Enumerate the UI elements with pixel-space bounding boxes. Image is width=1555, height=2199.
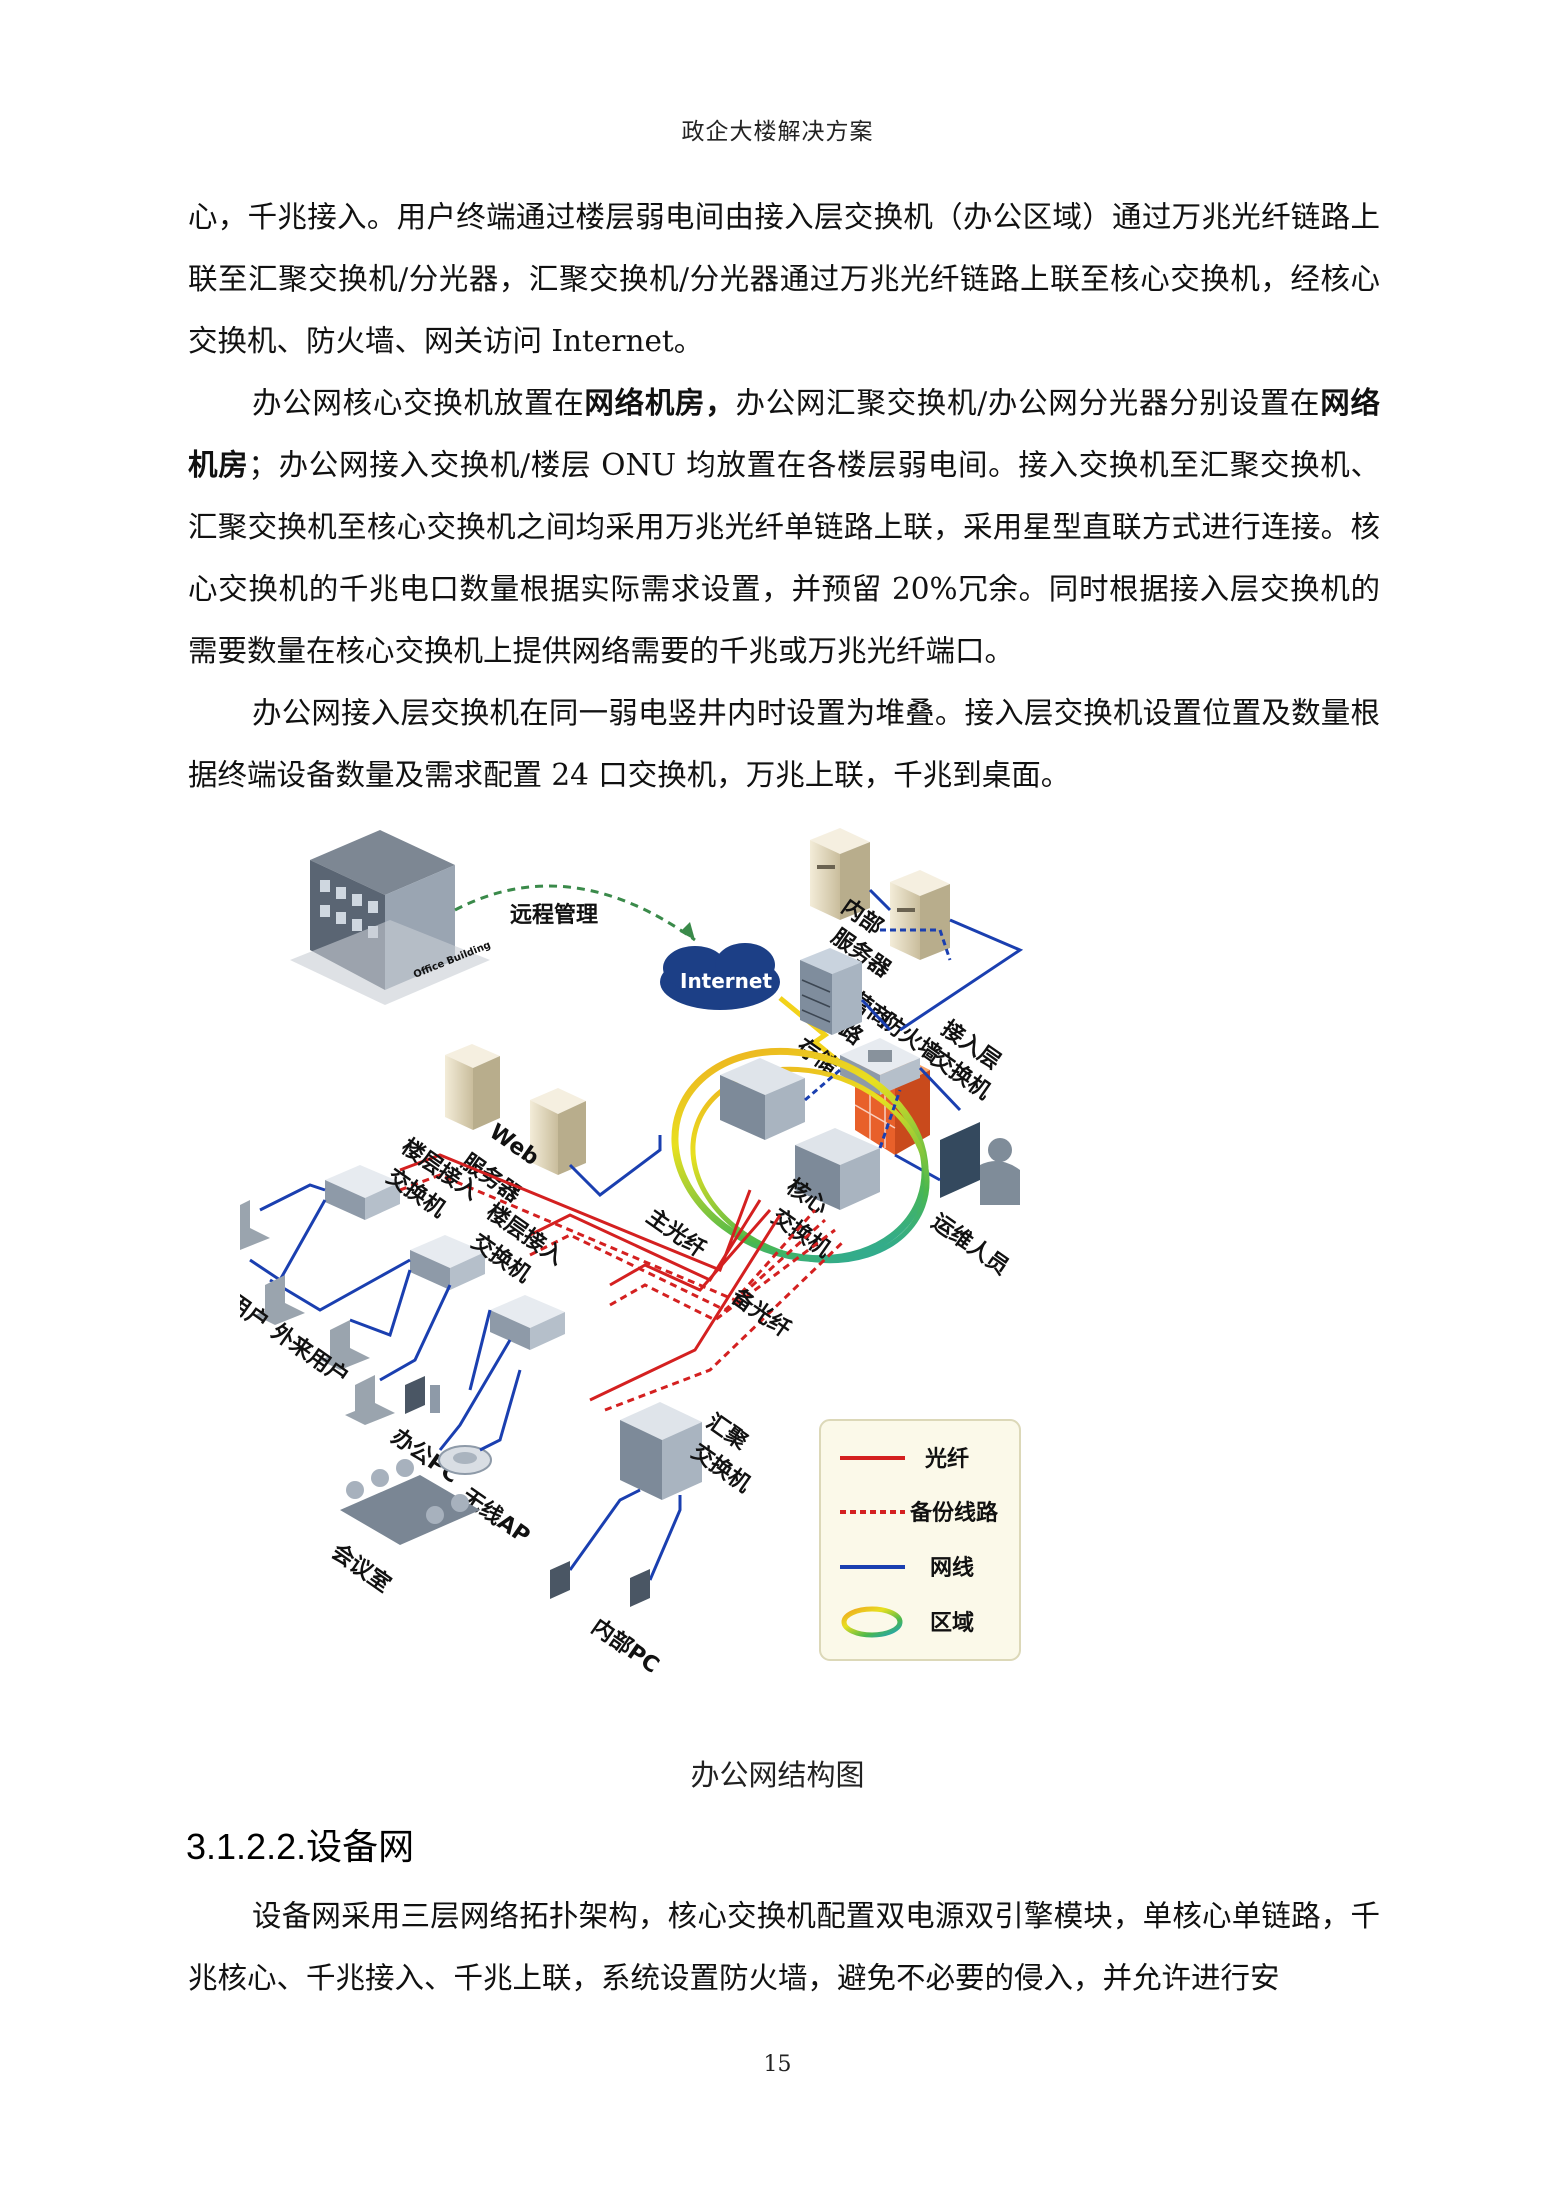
cable-line: [880, 928, 952, 961]
wireless-ap-icon: [438, 1445, 492, 1475]
ops-staff-icon: [940, 1122, 1020, 1205]
floor-access-switch-a-icon: [325, 1165, 400, 1220]
legend-backup-label: 备份线路: [909, 1500, 999, 1526]
storage-icon: [800, 948, 862, 1035]
office-pc-icon: [405, 1376, 440, 1414]
text-run: ；办公网接入交换机/楼层 ONU 均放置在各楼层弱电间。接入交换机至汇聚交换机、…: [188, 448, 1380, 668]
text-run: 办公网接入层交换机在同一弱电竖井内时设置为堆叠。接入层交换机设置位置及数量根据终…: [188, 696, 1380, 792]
laptop-icon: [220, 1200, 395, 1425]
legend-zone-swatch: [841, 1606, 903, 1638]
paragraph: 办公网接入层交换机在同一弱电竖井内时设置为堆叠。接入层交换机设置位置及数量根据终…: [188, 682, 1380, 806]
legend-cable-label: 网线: [930, 1555, 974, 1581]
cable-line: [894, 1153, 941, 1182]
backup-fiber-lines: [399, 1173, 847, 1412]
diagram-legend: 光纤 备份线路 网线 区域: [819, 1419, 1021, 1661]
arrow-head-icon: [680, 922, 695, 940]
cable-line: [568, 1135, 662, 1197]
legend-zone-label: 区域: [930, 1610, 974, 1636]
cable-line: [804, 1068, 841, 1102]
paragraph: 办公网核心交换机放置在网络机房，办公网汇聚交换机/办公网分光器分别设置在网络机房…: [188, 372, 1380, 682]
floor-access-switch-b-icon: [410, 1235, 485, 1290]
floor-access-switch-c-icon: [490, 1295, 565, 1350]
text-run: 心，千兆接入。用户终端通过楼层弱电间由接入层交换机（办公区域）通过万兆光纤链路上…: [188, 200, 1380, 358]
text-run: 办公网汇聚交换机/办公网分光器分别设置在: [735, 386, 1321, 420]
cable-line: [918, 1066, 962, 1112]
figure-caption: 办公网结构图: [690, 1758, 865, 1792]
internal-server-icon: [810, 828, 950, 960]
bold-text: 网络机房: [188, 385, 1380, 482]
cable-line: [868, 888, 892, 912]
cable-line: [479, 1369, 522, 1452]
section-heading: 3.1.2.2.设备网: [186, 1826, 415, 1867]
cable-line: [878, 1089, 902, 1149]
core-switch-icon: [720, 1058, 880, 1210]
remote-management-arrow: [454, 884, 696, 942]
internet-label: Internet: [680, 969, 772, 993]
internet-cloud-icon: [660, 943, 780, 1010]
main-fiber-lines: [399, 1153, 782, 1402]
ops-staff-label: 运维人员: [927, 1209, 1014, 1281]
body-text-top: 心，千兆接入。用户终端通过楼层弱电间由接入层交换机（办公区域）通过万兆光纤链路上…: [188, 186, 1380, 806]
paragraph: 设备网采用三层网络拓扑架构，核心交换机配置双电源双引擎模块，单核心单链路，千兆核…: [188, 1885, 1380, 2009]
text-run: 办公网核心交换机放置在: [252, 386, 585, 420]
remote-management-label: 远程管理: [510, 902, 598, 928]
aggregation-cables: [568, 1488, 682, 1581]
zone-ring: [671, 1047, 930, 1264]
bold-text: 网络机房，: [584, 385, 736, 420]
backup-fiber-label: 备光纤: [726, 1283, 796, 1343]
network-diagram-svg: Office Building 远程管理 Internet 运营商 线路: [187, 828, 1024, 1679]
network-diagram: Office Building 远程管理 Internet 运营商 线路: [187, 810, 1390, 1750]
wireless-ap-label: 无线AP: [457, 1484, 535, 1550]
page-number: 15: [763, 2052, 792, 2077]
legend-fiber-label: 光纤: [924, 1446, 969, 1472]
body-text-bottom: 设备网采用三层网络拓扑架构，核心交换机配置双电源双引擎模块，单核心单链路，千兆核…: [188, 1885, 1380, 2009]
cable-line: [860, 998, 892, 1032]
aggregation-switch-icon: [620, 1402, 702, 1500]
meeting-room-label: 会议室: [327, 1539, 396, 1598]
internal-pc-label: 内部PC: [587, 1614, 664, 1679]
user-cables: [249, 1183, 512, 1451]
office-building-icon: [290, 830, 490, 1005]
page-header: 政企大楼解决方案: [681, 119, 874, 145]
meeting-room-icon: [340, 1459, 480, 1545]
paragraph: 心，千兆接入。用户终端通过楼层弱电间由接入层交换机（办公区域）通过万兆光纤链路上…: [188, 186, 1380, 372]
cable-line: [899, 918, 1024, 1032]
text-run: 设备网采用三层网络拓扑架构，核心交换机配置双电源双引擎模块，单核心单链路，千兆核…: [188, 1899, 1380, 1995]
web-server-icon: [445, 1044, 586, 1175]
internal-pc-icon: [550, 1561, 650, 1607]
